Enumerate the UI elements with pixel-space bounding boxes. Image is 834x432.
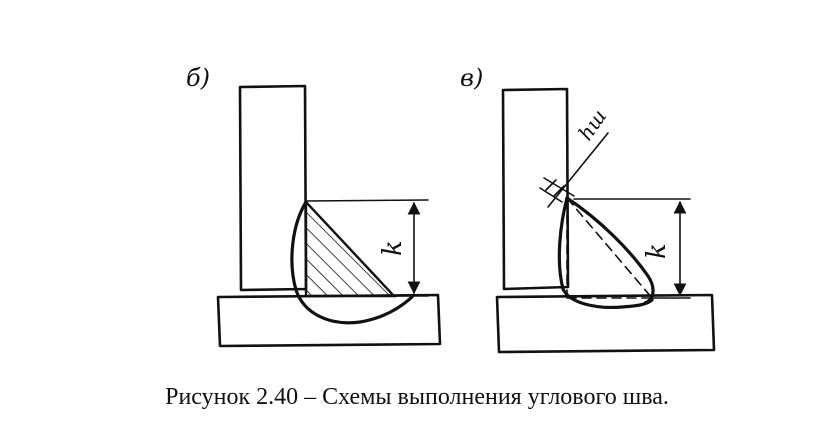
panel-b-weld-hatched bbox=[304, 198, 397, 298]
panel-b-fusion-outline bbox=[290, 200, 414, 325]
panel-b-extension-line-top bbox=[305, 199, 429, 202]
panel-v-throat-tick-b bbox=[553, 185, 565, 197]
figure-caption: Рисунок 2.40 – Схемы выполнения углового… bbox=[165, 384, 669, 410]
panel-b-label: б) bbox=[186, 64, 210, 92]
panel-v: в) hш k bbox=[460, 64, 716, 354]
panel-b-dimension-label: k bbox=[378, 240, 408, 256]
panel-v-throat-dimension-line bbox=[547, 132, 609, 208]
panel-v-fusion-outline bbox=[557, 196, 654, 310]
panel-v-dimension-label: k bbox=[642, 243, 672, 259]
panel-v-base-plate bbox=[495, 293, 716, 354]
panel-b: б) k bbox=[186, 64, 442, 348]
panel-v-weld-bead bbox=[565, 196, 655, 305]
panel-b-vertical-plate bbox=[238, 84, 308, 292]
panel-v-throat-label: hш bbox=[573, 105, 611, 145]
panel-v-dashed-hypotenuse bbox=[566, 197, 653, 299]
panel-v-throat-extension-inner bbox=[539, 187, 563, 203]
panel-v-label: в) bbox=[460, 64, 483, 92]
panel-v-throat-extension-outer bbox=[543, 177, 575, 197]
panel-v-vertical-plate bbox=[501, 87, 570, 291]
panel-v-throat-tick-a bbox=[545, 179, 557, 191]
